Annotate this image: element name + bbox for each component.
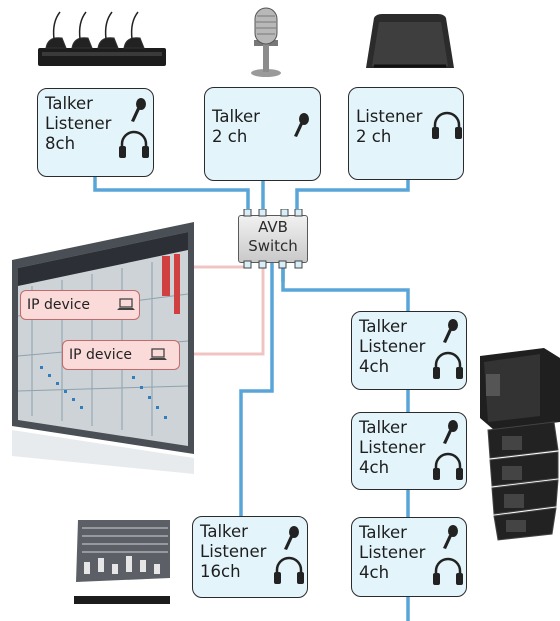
node-label: Listener [359,337,426,356]
cable-top-left [93,175,250,214]
node-label: 16ch [200,562,241,581]
ip-device-1: IP device [20,290,140,320]
microphone-icon [284,526,299,550]
node-label: Talker [45,94,93,113]
node-label: Talker [212,107,260,126]
headphones-icon [274,556,304,584]
headphones-icon [119,130,149,158]
node-label: 4ch [359,563,390,582]
usb-microphone [251,7,281,77]
mixing-console [74,520,170,604]
microphone-icon [131,98,146,122]
node-right-1: Talker Listener 4ch [351,311,467,390]
node-label: Listener [356,107,423,126]
node-label: Listener [359,543,426,562]
line-array-speaker [480,348,560,541]
ip-device-2: IP device [62,340,180,370]
node-label: Listener [359,438,426,457]
node-label: Listener [45,114,112,133]
microphone-icon [443,319,458,343]
stage-monitor-speaker [366,14,454,68]
headphones-icon [432,111,462,139]
node-right-2: Talker Listener 4ch [351,412,467,490]
ip-device-label: IP device [69,347,133,363]
node-label: 2 ch [212,127,248,146]
cable-ip-2 [180,264,265,356]
laptop-icon [149,348,167,360]
node-label: Talker [359,317,407,336]
node-top-center: Talker 2 ch [204,87,321,181]
headphones-icon [433,452,463,480]
ip-device-label: IP device [27,297,91,313]
node-right-3: Talker Listener 4ch [351,517,467,597]
avb-switch: AVB Switch [238,215,308,263]
node-bottom-left: Talker Listener 16ch [192,516,308,598]
switch-label-line2: Switch [248,237,298,255]
node-top-left: Talker Listener 8ch [37,88,154,177]
conference-microphone-system [38,11,166,66]
microphone-icon [443,525,458,549]
cable-top-right [295,178,410,214]
laptop-icon [117,298,135,310]
node-label: 2 ch [356,127,392,146]
microphone-icon [294,113,309,137]
node-label: Listener [200,542,267,561]
node-label: 8ch [45,134,76,153]
headphones-icon [433,557,463,585]
node-label: Talker [359,418,407,437]
node-label: Talker [200,522,248,541]
node-label: 4ch [359,357,390,376]
headphones-icon [433,351,463,379]
microphone-icon [443,420,458,444]
switch-ports [243,209,303,269]
node-top-right: Listener 2 ch [348,87,464,180]
node-label: 4ch [359,458,390,477]
switch-label-line1: AVB [258,218,288,236]
cable-right-chain [281,262,410,621]
node-label: Talker [359,523,407,542]
